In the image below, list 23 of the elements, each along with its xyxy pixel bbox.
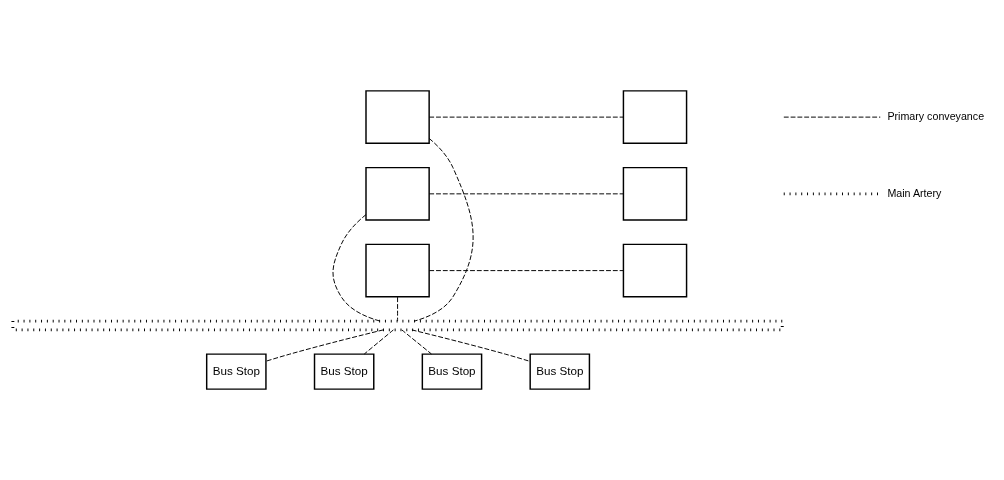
node-box <box>365 243 430 298</box>
node-box <box>622 166 688 221</box>
connector <box>411 329 531 362</box>
connector <box>428 193 624 195</box>
connector <box>401 329 432 355</box>
node-box: Bus Stop <box>421 353 483 390</box>
node-box: Bus Stop <box>529 353 591 390</box>
node-box <box>365 166 430 221</box>
node-box: Bus Stop <box>313 353 375 390</box>
connector <box>413 137 474 322</box>
node-box <box>365 90 430 145</box>
connector <box>332 214 381 322</box>
node-box <box>622 243 688 298</box>
node-box: Bus Stop <box>205 353 267 390</box>
connector <box>363 329 394 355</box>
connector <box>428 270 624 272</box>
connector <box>265 329 384 362</box>
connector <box>428 116 624 118</box>
legend-label: Main Artery <box>887 186 942 199</box>
node-bar <box>11 319 784 332</box>
legend-label: Primary conveyance <box>887 109 985 122</box>
node-box <box>622 90 688 145</box>
connector <box>397 296 399 322</box>
